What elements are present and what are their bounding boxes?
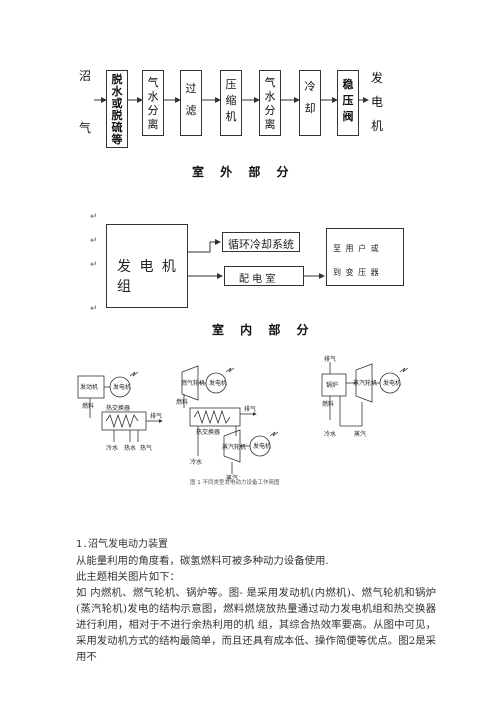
generator-char-2: 电 (370, 95, 383, 109)
outdoor-caption: 室 外 部 分 (192, 165, 295, 179)
box-2-c1: 气 (147, 76, 159, 89)
to-transformer-label: 到 变 压 器 (333, 268, 380, 277)
indoor-arrows (188, 239, 325, 279)
box-compressor: 压 缩 机 (220, 70, 242, 136)
box-2-c2: 水 (147, 90, 159, 103)
fig-b-steam-turbine: 蒸汽轮机 (222, 443, 246, 451)
paragraph-line-2: 此主题相关图片如下： (76, 571, 180, 583)
fig-a-hot-water: 热水 (124, 444, 136, 452)
fig-c-boiler: 锅炉 (326, 381, 338, 389)
section-heading: 1.沼气发电动力装置 (76, 539, 169, 550)
fig-a-cold-water: 冷水 (106, 444, 118, 452)
generator-char-3: 机 (370, 119, 383, 133)
biogas-char-2: 气 (78, 121, 91, 135)
panel-c-boiler-box (321, 373, 347, 397)
box-6-c1: 冷 (304, 80, 316, 93)
paragraph-line-1: 从能量利用的角度看，碳氢燃料可被多种动力设备使用. (76, 555, 329, 567)
box-filter: 过 滤 (180, 70, 202, 136)
fig-c-cold-water: 冷水 (324, 430, 336, 438)
box-3-c1: 过 (185, 82, 197, 95)
box-5-c3: 分 (264, 104, 276, 117)
box-1-c6: 等 (111, 133, 123, 146)
box-2-c3: 分 (147, 104, 159, 117)
box-1-c1: 脱 (111, 73, 123, 86)
fig-b-generator: 发电机 (209, 379, 227, 387)
generator-char-1: 发 (370, 71, 383, 85)
box-1-c2: 水 (111, 85, 123, 98)
panel-c-steam-turbine (355, 363, 373, 403)
fig-b-generator2: 发电机 (253, 442, 271, 450)
to-users-label: 至 用 户 或 (333, 244, 380, 253)
box-7-c1: 稳 (342, 78, 354, 91)
fig-b-fuel: 燃料 (176, 398, 188, 406)
fig-a-heat-exchanger: 热交换器 (106, 404, 130, 412)
fig-a-generator: 发电机 (113, 383, 131, 391)
box-6-c2: 却 (304, 102, 316, 115)
fig-b-cold-water: 冷水 (190, 458, 202, 466)
box-gas-water-sep-1: 气 水 分 离 (142, 70, 164, 136)
fig-a-engine: 发动机 (80, 383, 98, 391)
paragraph-line-3: 如 内燃机、燃气轮机、锅炉等。图- 是采用发动机(内燃机)、燃气轮机和锅炉(蒸汽… (76, 587, 436, 663)
box-1-c5: 硫 (111, 121, 123, 134)
box-cooling: 冷 却 (299, 70, 321, 136)
box-5-c1: 气 (264, 76, 276, 89)
box-4-c2: 缩 (225, 94, 237, 107)
users-transformer-box: 至 用 户 或 到 变 压 器 (326, 228, 404, 286)
distribution-room-box: 配 电 室 (224, 266, 304, 286)
outdoor-arrows (94, 97, 369, 103)
fig-a-exhaust: 排气 (150, 412, 162, 420)
indoor-caption: 室 内 部 分 (212, 323, 315, 337)
cooling-system-label: 循环冷却系统 (228, 238, 294, 251)
box-7-c3: 阀 (342, 110, 354, 123)
box-5-c2: 水 (264, 90, 276, 103)
fig-b-heat-exchanger: 热交换器 (196, 428, 220, 436)
box-2-c4: 离 (147, 118, 159, 131)
fig-c-exhaust: 排气 (324, 355, 336, 363)
box-5-c4: 离 (264, 118, 276, 131)
box-4-c3: 机 (225, 110, 237, 123)
cooling-system-box: 循环冷却系统 (222, 232, 300, 252)
generator-set-label: 发 电 机 组 (117, 259, 178, 295)
figure-1: 发动机 发电机 燃料 热交换器 排气 冷水 热水 热气 燃气轮机 发电机 燃料 … (77, 355, 409, 486)
box-dewater-desulfur: 脱 水 或 脱 硫 等 (106, 70, 128, 148)
arrow-to-cooling (188, 239, 221, 253)
box-1-c3: 或 (111, 97, 123, 110)
fig-c-steam: 蒸汽 (354, 430, 366, 438)
biogas-char-1: 沼 (78, 69, 91, 83)
fig-b-steam: 蒸汽 (226, 474, 238, 482)
box-pressure-valve: 稳 压 阀 (337, 70, 359, 136)
fig-c-fuel: 燃料 (322, 400, 334, 408)
distribution-room-label: 配 电 室 (239, 274, 276, 285)
fig-a-heat-gas: 热气 (140, 444, 152, 452)
box-4-c1: 压 (225, 78, 237, 91)
fig-b-exhaust: 排气 (244, 405, 256, 413)
generator-set-box: 发 电 机 组 (106, 224, 188, 308)
box-1-c4: 脱 (111, 109, 123, 122)
box-7-c2: 压 (342, 94, 354, 107)
fig-b-gas-turbine: 燃气轮机 (181, 379, 205, 387)
panel-b-heat-exchanger (189, 407, 241, 427)
fig-c-generator: 发电机 (383, 379, 401, 387)
fig-a-fuel: 燃料 (82, 402, 94, 410)
panel-b-gas-turbine (181, 365, 199, 401)
box-gas-water-sep-2: 气 水 分 离 (259, 70, 281, 136)
figure-caption: 图 1 不同类型发电动力设备工作简图 (190, 478, 280, 486)
box-3-c2: 滤 (185, 104, 197, 117)
panel-b-steam-turbine (223, 429, 241, 463)
fig-c-steam-turbine: 蒸汽轮机 (353, 379, 377, 387)
